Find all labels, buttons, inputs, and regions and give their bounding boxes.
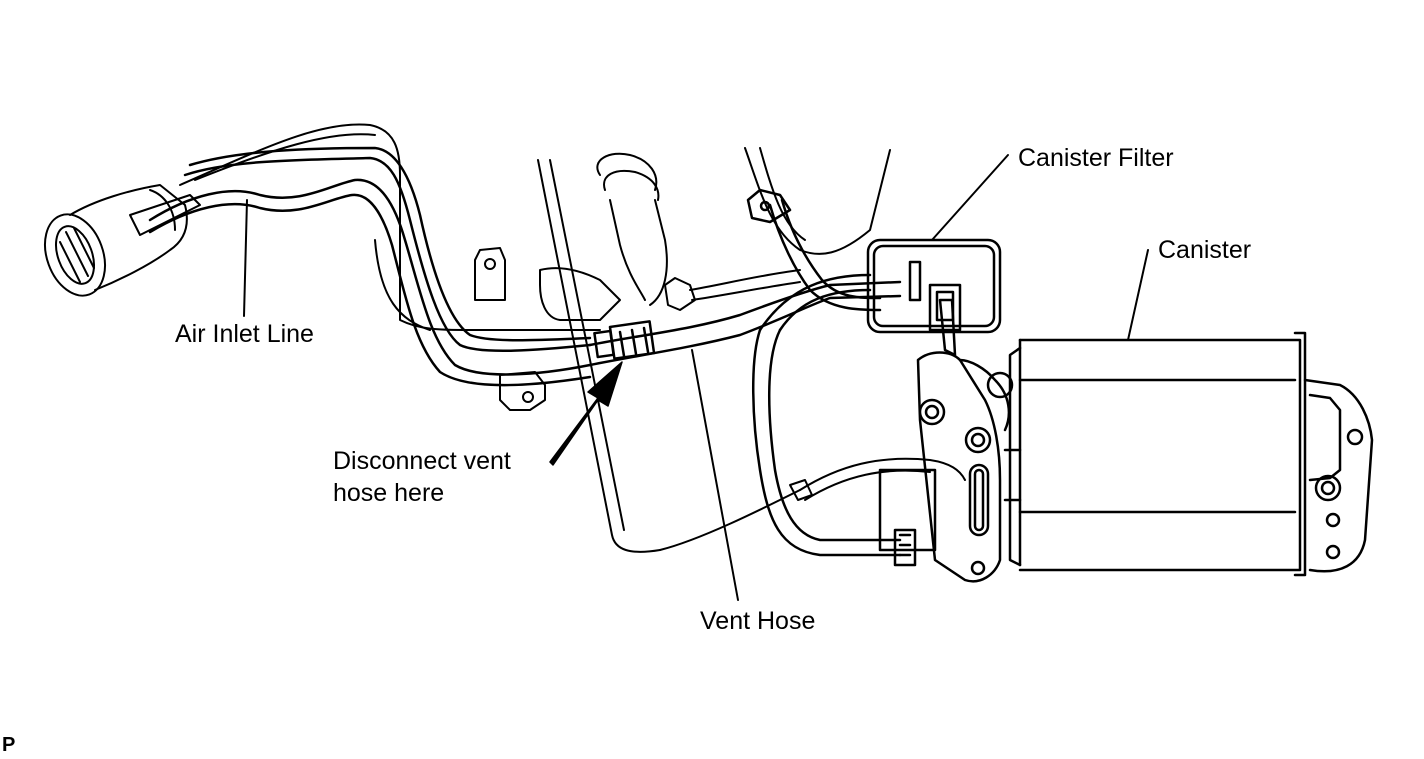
leader-vent-hose [691, 349, 739, 601]
leader-air-inlet-line [243, 199, 248, 317]
purge-line [789, 457, 966, 501]
label-vent-hose: Vent Hose [700, 607, 816, 635]
body-panel [179, 123, 891, 331]
upper-hose [539, 152, 801, 321]
vent-hose [588, 280, 902, 367]
air-inlet-line [148, 146, 592, 387]
figure-code: P [2, 734, 16, 756]
label-air-inlet-line: Air Inlet Line [175, 320, 314, 348]
label-disconnect-note: Disconnect vent hose here [333, 447, 511, 507]
leader-canister [1127, 249, 1149, 341]
leader-lines [243, 154, 1149, 601]
mount-brackets [474, 247, 546, 411]
leader-canister-filter [931, 154, 1009, 241]
side-hose [746, 188, 902, 557]
vertical-rods [537, 159, 801, 553]
canister-body [1008, 331, 1374, 577]
label-canister: Canister [1158, 236, 1252, 264]
disconnect-arrow [549, 361, 623, 466]
label-canister-filter: Canister Filter [1018, 144, 1174, 172]
canister-filter [866, 238, 1002, 334]
valve-assembly [878, 298, 1022, 583]
filler-neck [44, 184, 201, 297]
